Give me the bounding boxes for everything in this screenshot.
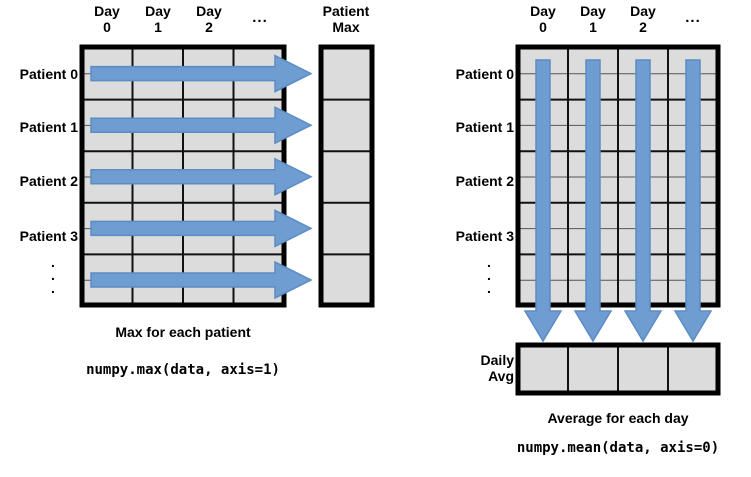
- left-result-column: [318, 44, 375, 308]
- left-result-column-header: Patient Max: [322, 3, 370, 35]
- left-caption: Max for each patient: [115, 324, 251, 340]
- right-column-header-ellipsis: ...: [685, 9, 701, 26]
- right-row-label-ellipsis: . . .: [487, 254, 491, 296]
- left-row-label-patient-0: Patient 0: [19, 66, 78, 82]
- row-arrow-2: [90, 157, 313, 197]
- right-column-header-day1: Day 1: [580, 3, 606, 35]
- col-arrow-3: [673, 59, 713, 343]
- right-data-grid: [515, 44, 721, 308]
- right-row-label-patient-2: Patient 2: [455, 173, 514, 189]
- left-row-arrows: [90, 54, 313, 300]
- right-result-row-label: Daily Avg: [480, 352, 514, 384]
- row-arrow-0: [90, 54, 313, 93]
- left-row-label-ellipsis: . . .: [51, 254, 55, 296]
- right-caption: Average for each day: [547, 410, 689, 426]
- right-result-row: [515, 342, 721, 396]
- right-row-label-patient-1: Patient 1: [455, 119, 514, 135]
- col-arrow-0: [523, 59, 563, 343]
- row-arrow-3: [90, 209, 313, 248]
- left-column-header-day0: Day 0: [94, 3, 120, 35]
- right-column-header-day0: Day 0: [530, 3, 556, 35]
- right-code: numpy.mean(data, axis=0): [516, 440, 720, 456]
- col-arrow-1: [573, 59, 613, 343]
- left-row-label-patient-2: Patient 2: [19, 173, 78, 189]
- left-column-header-day1: Day 1: [145, 3, 171, 35]
- right-row-label-patient-3: Patient 3: [455, 228, 514, 244]
- row-arrow-4: [90, 260, 313, 300]
- left-column-header-day2: Day 2: [196, 3, 222, 35]
- left-column-header-ellipsis: ...: [252, 9, 268, 26]
- left-code: numpy.max(data, axis=1): [86, 362, 280, 378]
- left-row-label-patient-3: Patient 3: [19, 228, 78, 244]
- right-column-header-day2: Day 2: [630, 3, 656, 35]
- right-row-label-patient-0: Patient 0: [455, 66, 514, 82]
- col-arrow-2: [623, 59, 663, 343]
- left-row-label-patient-1: Patient 1: [19, 119, 78, 135]
- right-column-arrows: [523, 59, 713, 343]
- row-arrow-1: [90, 105, 313, 145]
